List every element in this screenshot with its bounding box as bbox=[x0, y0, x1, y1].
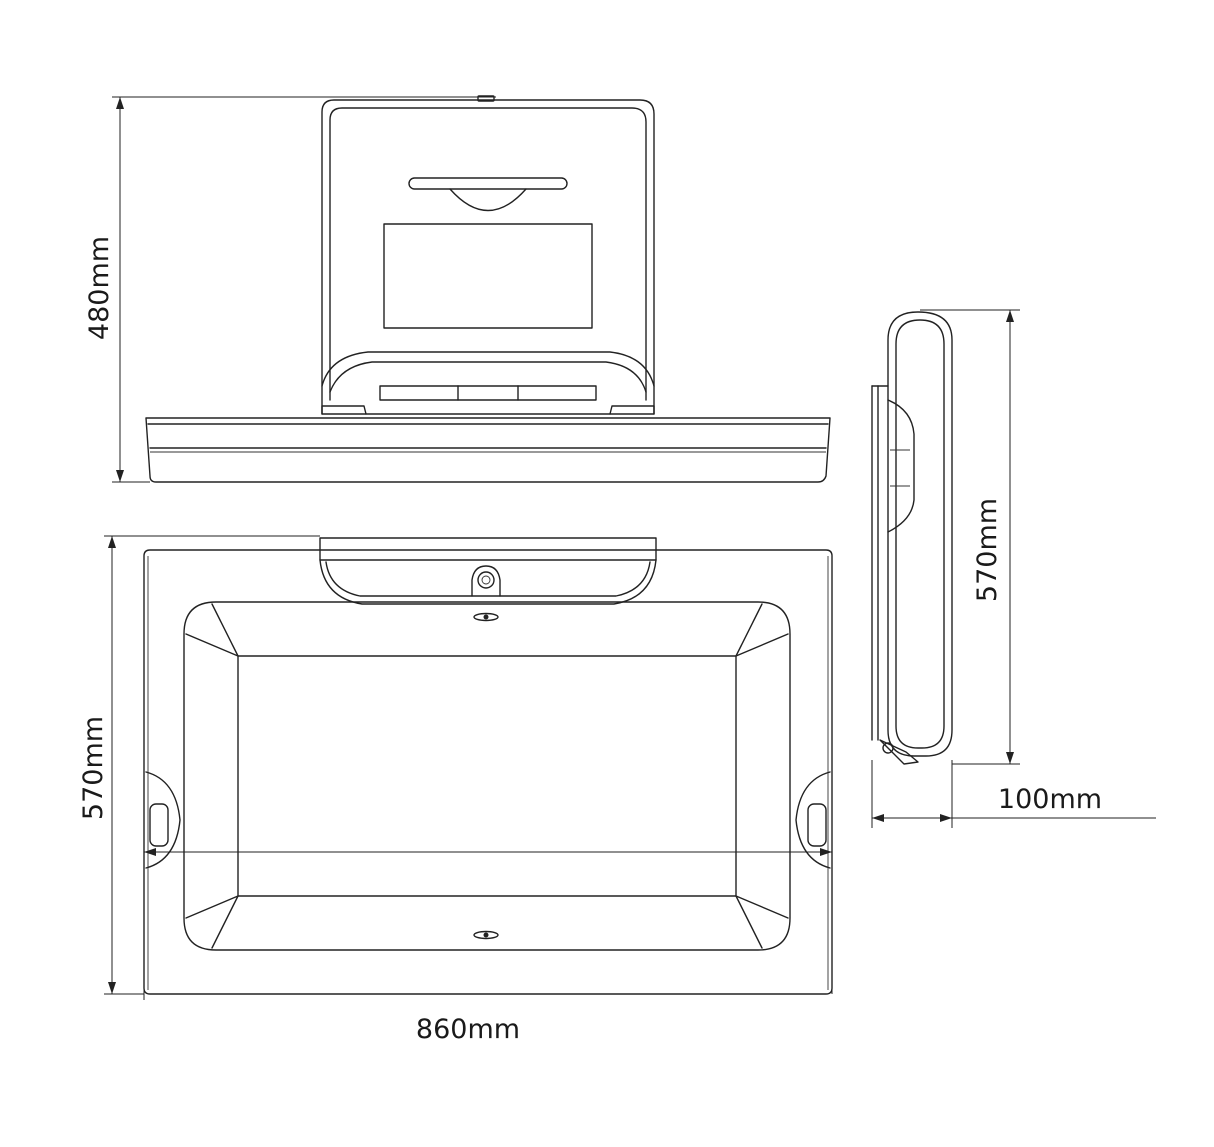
fastener-bottom bbox=[473, 930, 499, 940]
dim-label-570-side: 570mm bbox=[972, 498, 1003, 602]
dim-label-860: 860mm bbox=[416, 1014, 520, 1045]
dimension-height-folded: 480mm bbox=[84, 96, 496, 483]
top-view-open bbox=[143, 537, 833, 995]
dimension-height-open: 570mm bbox=[78, 535, 320, 995]
fastener-top bbox=[473, 612, 499, 622]
dimension-depth: 100mm bbox=[871, 760, 1156, 828]
dim-label-480: 480mm bbox=[84, 236, 115, 340]
front-view-folded bbox=[145, 95, 831, 483]
side-view bbox=[871, 311, 953, 765]
dimension-width: 860mm bbox=[143, 848, 833, 1045]
dim-label-570-front: 570mm bbox=[78, 716, 109, 820]
dim-label-100: 100mm bbox=[998, 784, 1102, 815]
dimension-depth-side: 570mm bbox=[920, 309, 1020, 765]
